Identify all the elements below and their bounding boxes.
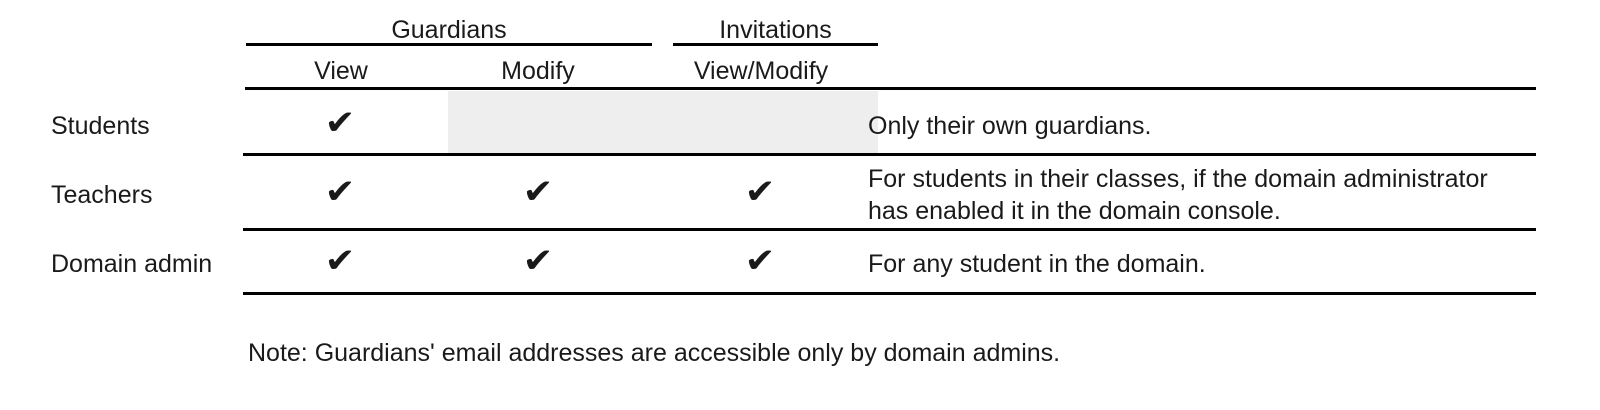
check-students-guardians-view: ✔ [324,103,356,143]
column-header-view: View [314,57,368,85]
check-teachers-guardians-view: ✔ [324,172,356,212]
description-students: Only their own guardians. [868,112,1152,140]
disabled-cell-students [448,91,878,153]
check-domain-admin-invitations-view-modify: ✔ [744,241,776,281]
row-label-students: Students [51,112,150,140]
description-teachers: For students in their classes, if the do… [868,165,1488,225]
column-group-guardians: Guardians [391,16,507,44]
row-label-teachers: Teachers [51,181,153,209]
check-teachers-guardians-modify: ✔ [522,172,554,212]
row-rule-2 [243,228,1536,231]
table-note: Note: Guardians' email addresses are acc… [248,339,1061,367]
row-label-domain-admin: Domain admin [51,250,213,278]
column-header-view-modify: View/Modify [693,57,829,85]
check-domain-admin-guardians-modify: ✔ [522,241,554,281]
group-rule-invitations [673,43,878,46]
table-top-rule [245,87,1536,90]
column-header-modify: Modify [501,57,575,85]
description-domain-admin: For any student in the domain. [868,250,1206,278]
check-domain-admin-guardians-view: ✔ [324,241,356,281]
group-rule-guardians [246,43,652,46]
column-group-invitations: Invitations [719,16,832,44]
table-bottom-rule [243,292,1536,295]
row-rule-1 [243,153,1536,156]
check-teachers-invitations-view-modify: ✔ [744,172,776,212]
